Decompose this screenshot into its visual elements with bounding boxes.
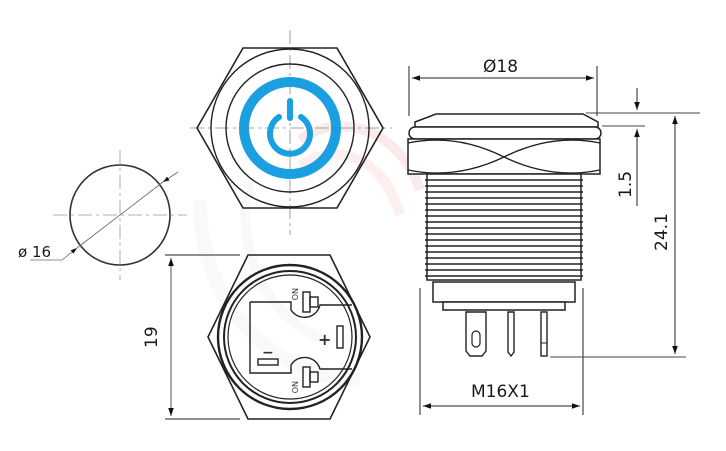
rear-height-label: 19 (142, 326, 162, 348)
side-view: Ø18 M16X1 (407, 57, 700, 415)
pin-label-no-top: NO (290, 288, 299, 300)
pin-label-no-bottom: NO (290, 381, 299, 393)
panel-cutout-view: ø 16 (18, 150, 187, 280)
plus-symbol: + (318, 330, 331, 349)
thread-size-label: M16X1 (471, 382, 530, 402)
head-diameter-label: Ø18 (483, 57, 518, 77)
total-length-label: 24.1 (652, 213, 672, 251)
head-height-label: 1.5 (616, 171, 636, 198)
front-view (190, 30, 392, 235)
minus-symbol: − (262, 345, 274, 361)
rear-view: + − NO NO 19 (142, 254, 371, 420)
cutout-diameter-label: ø 16 (18, 243, 51, 261)
power-icon (239, 77, 341, 179)
thread-lines (425, 179, 583, 277)
